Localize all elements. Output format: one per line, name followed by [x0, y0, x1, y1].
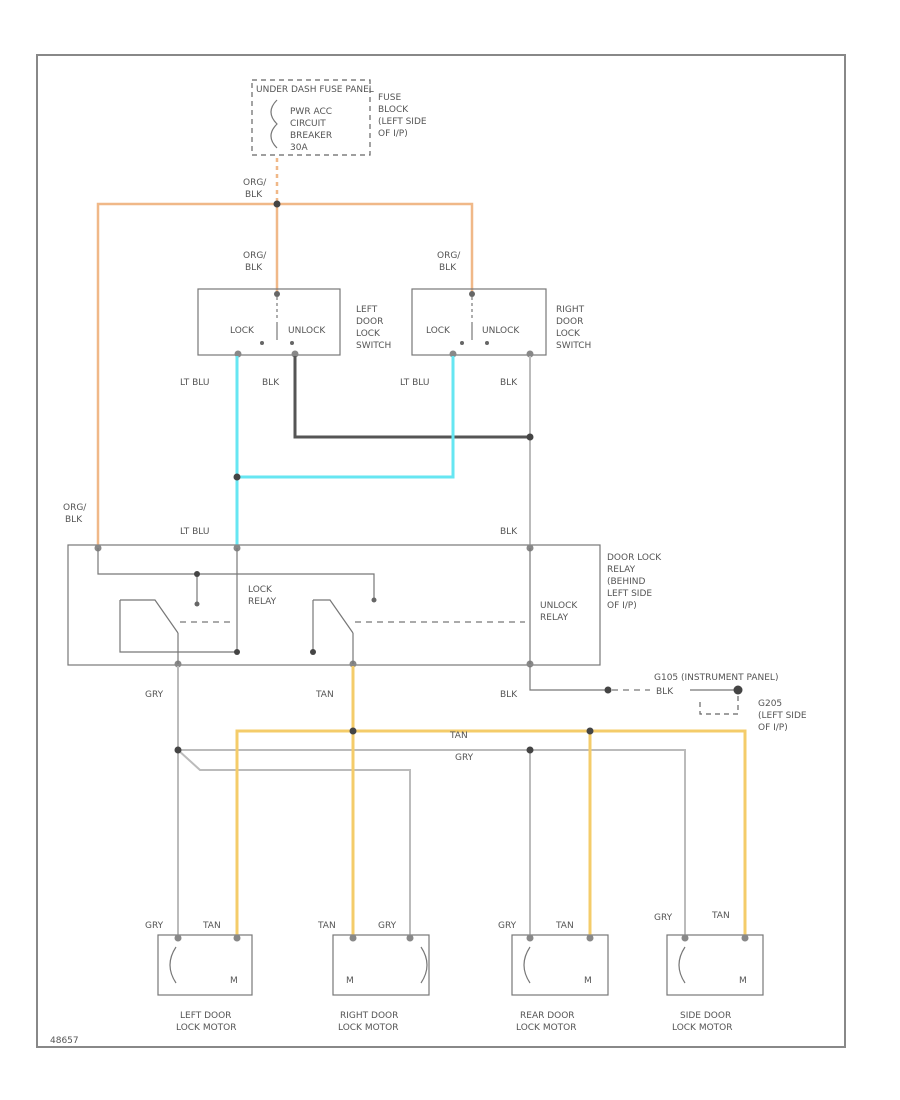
right-switch-unlock-label: UNLOCK — [482, 326, 520, 336]
right-door-lock-switch: LOCK UNLOCK RIGHT DOOR LOCK SWITCH — [411, 288, 591, 358]
wire-label-org-relay: ORG/ — [63, 503, 87, 513]
motor-side-gry-label: GRY — [654, 913, 673, 923]
motor-rear-gry-label: GRY — [498, 921, 517, 931]
motor-symbol-left: M — [230, 976, 238, 986]
wire-label-ltblu-left: LT BLU — [180, 378, 209, 388]
wire-label-tan-relay: TAN — [315, 690, 334, 700]
wire-label-blk-left: BLK — [262, 378, 280, 388]
right-switch-lock-label: LOCK — [426, 326, 451, 336]
wire-label-blk-top: BLK — [245, 190, 263, 200]
wire-label-gry-bus: GRY — [455, 753, 474, 763]
wire-label-blk-relay: BLK — [500, 527, 518, 537]
fuse-location-4: OF I/P) — [378, 129, 408, 139]
motor-side-title-2: LOCK MOTOR — [672, 1023, 733, 1033]
footer-code: 48657 — [50, 1036, 79, 1046]
ground-connection: G105 (INSTRUMENT PANEL) BLK G205 (LEFT S… — [500, 666, 807, 733]
left-switch-lock-label: LOCK — [230, 326, 255, 336]
left-switch-title-3: LOCK — [356, 329, 381, 339]
motor-symbol-side: M — [739, 976, 747, 986]
left-switch-unlock-label: UNLOCK — [288, 326, 326, 336]
motor-symbol-rear: M — [584, 976, 592, 986]
relay-title-4: LEFT SIDE — [607, 589, 652, 599]
gray-motor-wires: GRY GRY — [145, 666, 686, 936]
motor-rear-title-1: REAR DOOR — [520, 1011, 575, 1021]
motor-right-tan-label: TAN — [317, 921, 336, 931]
lock-relay-label-1: LOCK — [248, 585, 273, 595]
wire-label-blk-right: BLK — [500, 378, 518, 388]
fuse-block: UNDER DASH FUSE PANEL PWR ACC CIRCUIT BR… — [251, 79, 427, 156]
motor-left-tan-label: TAN — [202, 921, 221, 931]
wire-label-blk-ground: BLK — [500, 690, 518, 700]
ground-location-3: OF I/P) — [758, 723, 788, 733]
motor-symbol-right: M — [346, 976, 354, 986]
ground-location-2: (LEFT SIDE — [758, 711, 807, 721]
motor-rear-title-2: LOCK MOTOR — [516, 1023, 577, 1033]
left-door-lock-switch: LOCK UNLOCK LEFT DOOR LOCK SWITCH — [197, 288, 391, 358]
wire-label-org-left-switch: ORG/ — [243, 251, 267, 261]
rear-door-lock-motor: M GRY TAN REAR DOOR LOCK MOTOR — [498, 921, 609, 1033]
unlock-relay-label-2: RELAY — [540, 613, 569, 623]
relay-title-3: (BEHIND — [607, 577, 646, 587]
lock-wires: LT BLU LT BLU LT BLU — [180, 356, 455, 548]
wire-label-ltblu-right: LT BLU — [400, 378, 429, 388]
relay-title-2: RELAY — [607, 565, 636, 575]
breaker-label-2: CIRCUIT — [290, 119, 326, 129]
motor-left-title-1: LEFT DOOR — [180, 1011, 231, 1021]
unlock-relay-label-1: UNLOCK — [540, 601, 578, 611]
motor-side-title-1: SIDE DOOR — [680, 1011, 731, 1021]
motor-side-tan-label: TAN — [711, 911, 730, 921]
left-switch-title-4: SWITCH — [356, 341, 391, 351]
fuse-location-1: FUSE — [378, 93, 401, 103]
wire-label-blk-relay: BLK — [65, 515, 83, 525]
wire-label-gry-relay: GRY — [145, 690, 164, 700]
side-door-lock-motor: M GRY TAN SIDE DOOR LOCK MOTOR — [654, 911, 764, 1033]
door-lock-relay: LOCK RELAY UNLOCK RELAY DOOR LOCK RELAY … — [67, 544, 662, 668]
ground-title: G105 (INSTRUMENT PANEL) — [654, 673, 778, 683]
ground-location-1: G205 — [758, 699, 782, 709]
motor-left-title-2: LOCK MOTOR — [176, 1023, 237, 1033]
wire-label-ltblu-relay: LT BLU — [180, 527, 209, 537]
right-switch-title-4: SWITCH — [556, 341, 591, 351]
fuse-location-2: BLOCK — [378, 105, 409, 115]
diagram-border — [36, 54, 846, 1048]
power-wires: ORG/ BLK ORG/ BLK ORG/ BLK ORG/ BLK — [63, 158, 474, 548]
ground-wire-label: BLK — [656, 687, 674, 697]
tan-motor-wires: TAN TAN — [235, 666, 747, 936]
right-switch-title-1: RIGHT — [556, 305, 585, 315]
breaker-label-4: 30A — [290, 143, 308, 153]
motor-right-title-1: RIGHT DOOR — [340, 1011, 398, 1021]
motor-right-gry-label: GRY — [378, 921, 397, 931]
fuse-location-3: (LEFT SIDE — [378, 117, 427, 127]
left-switch-title-1: LEFT — [356, 305, 378, 315]
breaker-label-3: BREAKER — [290, 131, 332, 141]
relay-title-1: DOOR LOCK — [607, 553, 662, 563]
lock-relay-label-2: RELAY — [248, 597, 277, 607]
wire-label-tan-bus: TAN — [449, 731, 468, 741]
motor-rear-tan-label: TAN — [555, 921, 574, 931]
motor-left-gry-label: GRY — [145, 921, 164, 931]
fuse-panel-label: UNDER DASH FUSE PANEL — [256, 85, 374, 95]
relay-title-5: OF I/P) — [607, 601, 637, 611]
right-switch-title-2: DOOR — [556, 317, 583, 327]
wire-label-blk-left-switch: BLK — [245, 263, 263, 273]
unlock-wires: BLK BLK BLK — [262, 356, 534, 548]
breaker-label-1: PWR ACC — [290, 107, 332, 117]
right-switch-title-3: LOCK — [556, 329, 581, 339]
wire-label-blk-right-switch: BLK — [439, 263, 457, 273]
motor-right-title-2: LOCK MOTOR — [338, 1023, 399, 1033]
wire-label-org-right-switch: ORG/ — [437, 251, 461, 261]
right-door-lock-motor: M TAN GRY RIGHT DOOR LOCK MOTOR — [317, 921, 430, 1033]
left-door-lock-motor: M GRY TAN LEFT DOOR LOCK MOTOR — [145, 921, 253, 1033]
left-switch-title-2: DOOR — [356, 317, 383, 327]
wire-label-org-top: ORG/ — [243, 178, 267, 188]
